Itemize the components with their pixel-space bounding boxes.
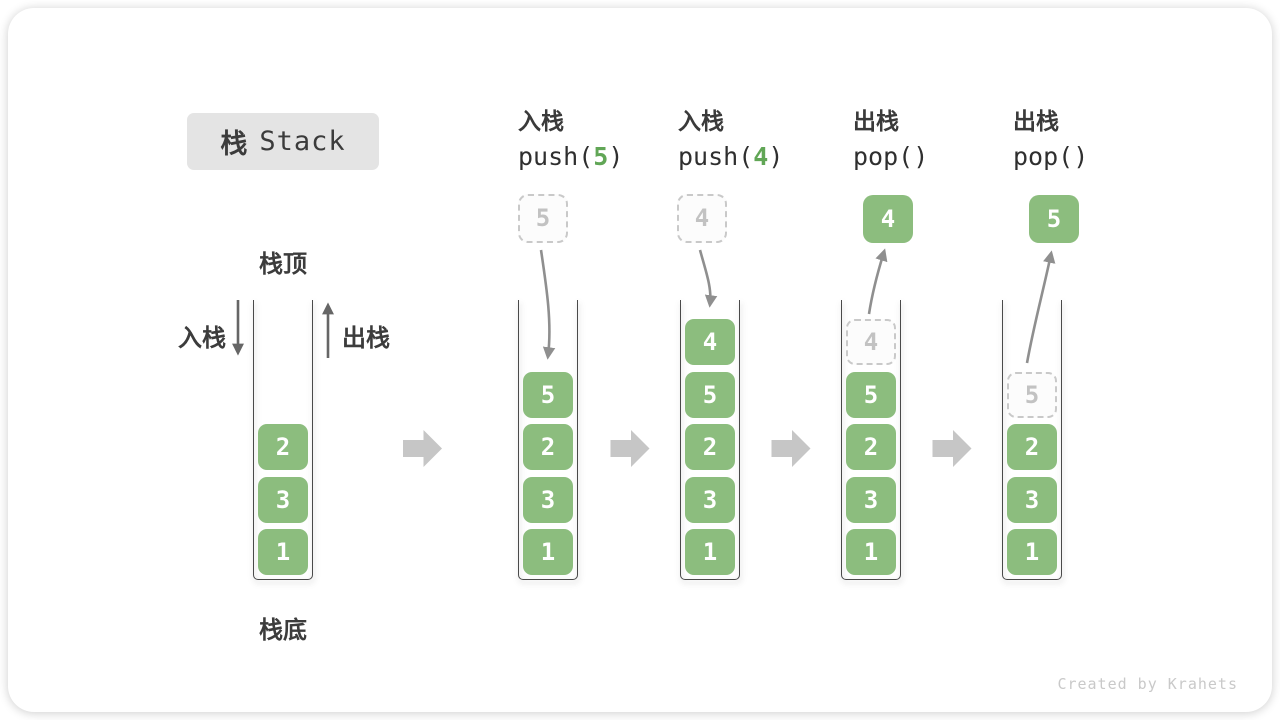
watermark: Created by Krahets <box>1057 675 1238 693</box>
stack-column-3: 4 5 2 3 1 <box>680 300 740 580</box>
stack-cell: 1 <box>258 529 308 575</box>
step-code-label: push(4) <box>678 142 784 171</box>
stack-cell: 3 <box>523 477 573 523</box>
stack-bottom-label: 栈底 <box>259 617 307 644</box>
step-header-push5: 入栈 push(5) <box>518 103 623 175</box>
step-code-label: pop() <box>1013 142 1089 171</box>
title-en: Stack <box>259 126 346 157</box>
step-code-label: push(5) <box>518 142 624 171</box>
stack-column-4: 4 5 2 3 1 <box>841 300 901 580</box>
stack-cell: 3 <box>1007 477 1057 523</box>
stack-cell-ghost: 4 <box>846 319 896 365</box>
stack-cell: 3 <box>685 477 735 523</box>
stack-cell: 2 <box>1007 424 1057 470</box>
stack-cell: 2 <box>685 424 735 470</box>
stack-column-2: 5 2 3 1 <box>518 300 578 580</box>
stack-cell: 1 <box>523 529 573 575</box>
stack-column-1: 2 3 1 <box>253 300 313 580</box>
popped-element-box-4: 4 <box>863 195 913 243</box>
step-action-label: 出栈 <box>1013 108 1059 134</box>
stack-walls <box>253 300 313 580</box>
stack-cell-ghost: 5 <box>1007 372 1057 418</box>
stack-cell: 5 <box>846 372 896 418</box>
stack-cell: 3 <box>258 477 308 523</box>
stack-walls <box>1002 300 1062 580</box>
push-direction-label: 入栈 <box>178 325 226 352</box>
pop-direction-label: 出栈 <box>342 325 390 352</box>
step-code-label: pop() <box>853 142 929 171</box>
step-header-push4: 入栈 push(4) <box>678 103 783 175</box>
pushed-element-box-5: 5 <box>518 194 568 243</box>
popped-element-box-5: 5 <box>1029 195 1079 243</box>
step-action-label: 出栈 <box>853 108 899 134</box>
step-header-pop5: 出栈 pop() <box>1013 103 1088 175</box>
stack-cell: 2 <box>523 424 573 470</box>
step-action-label: 入栈 <box>518 108 564 134</box>
step-action-label: 入栈 <box>678 108 724 134</box>
stack-cell: 1 <box>1007 529 1057 575</box>
stack-cell: 4 <box>685 319 735 365</box>
pushed-element-box-4: 4 <box>677 194 727 243</box>
stack-cell: 1 <box>685 529 735 575</box>
title-badge: 栈 Stack <box>187 113 379 170</box>
stack-cell: 5 <box>523 372 573 418</box>
stack-walls <box>680 300 740 580</box>
stack-top-label: 栈顶 <box>259 251 307 278</box>
title-zh: 栈 <box>220 129 248 159</box>
stack-walls <box>841 300 901 580</box>
stack-column-5: 5 2 3 1 <box>1002 300 1062 580</box>
stack-cell: 1 <box>846 529 896 575</box>
stack-cell: 5 <box>685 372 735 418</box>
step-header-pop4: 出栈 pop() <box>853 103 928 175</box>
stack-cell: 3 <box>846 477 896 523</box>
stack-cell: 2 <box>258 424 308 470</box>
stack-walls <box>518 300 578 580</box>
stack-cell: 2 <box>846 424 896 470</box>
